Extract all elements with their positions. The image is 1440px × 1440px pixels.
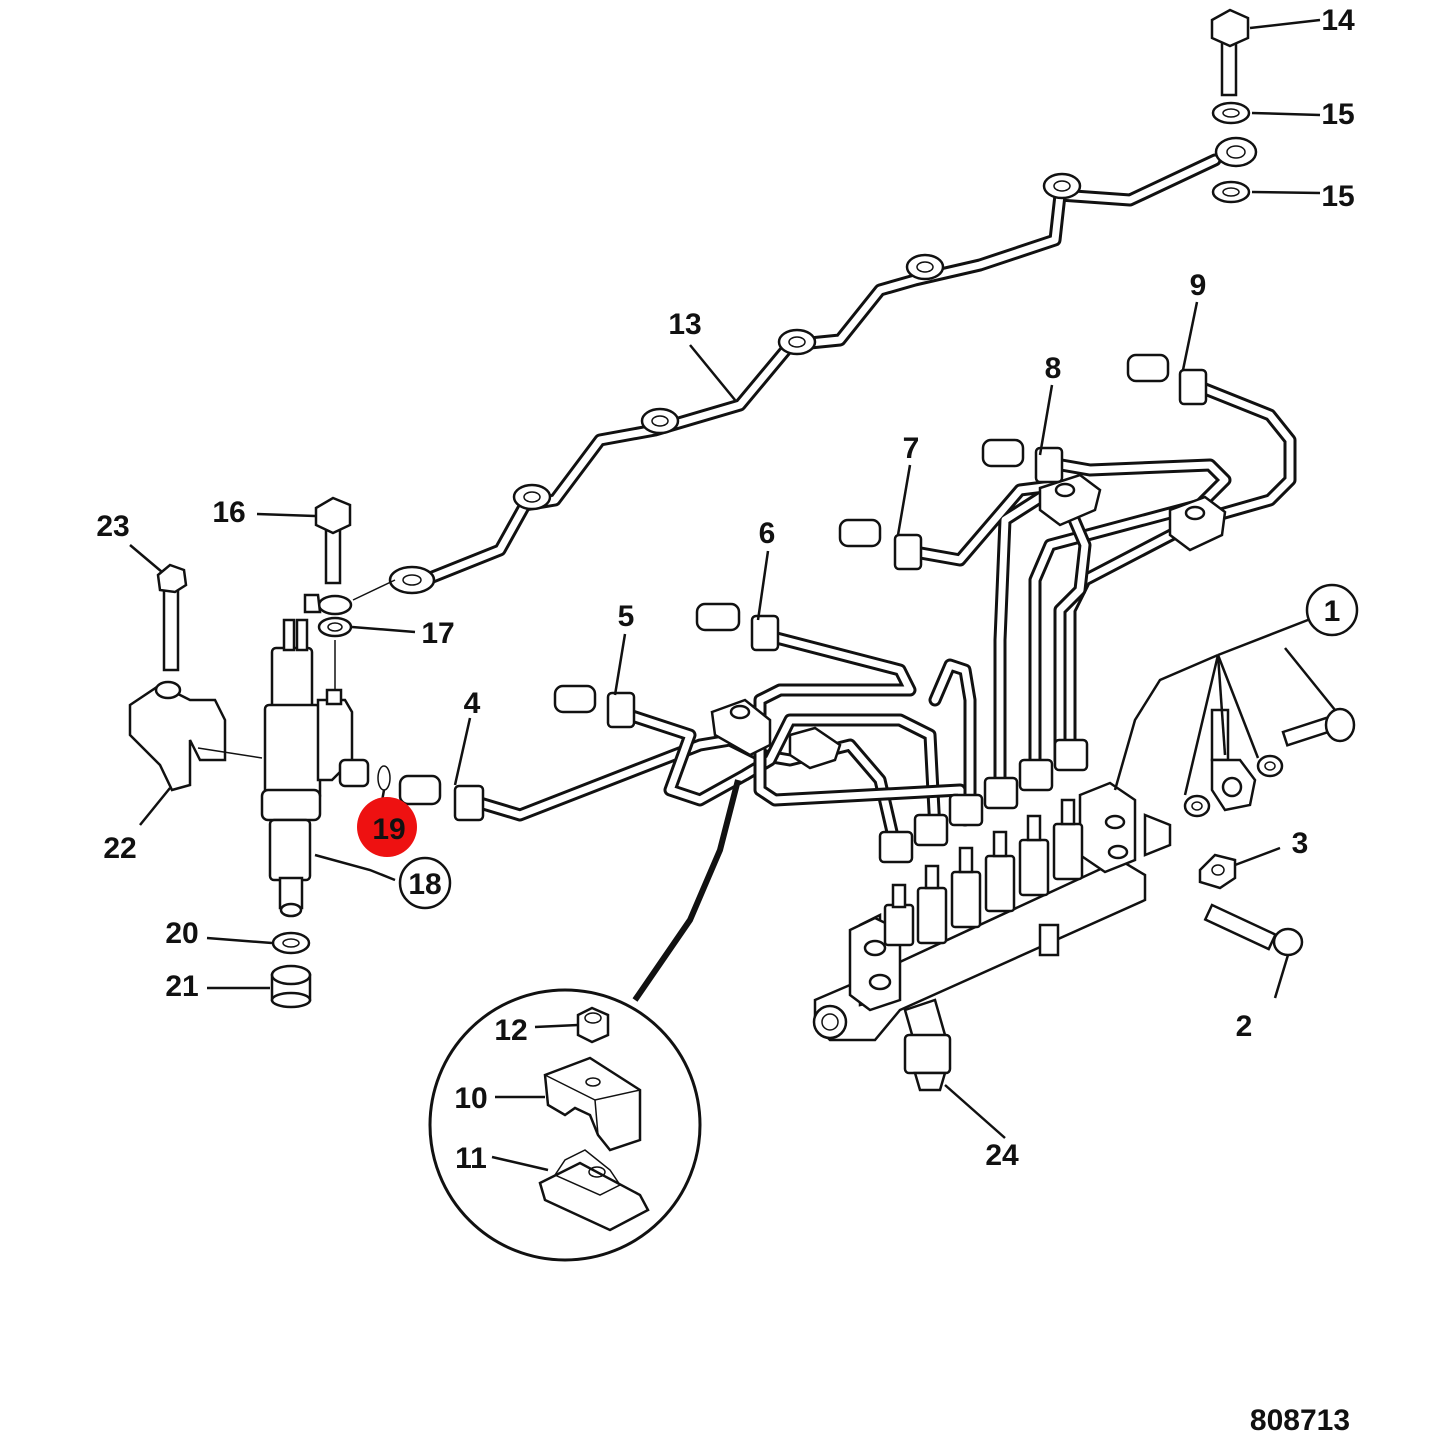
callout-1-circle	[1305, 583, 1359, 637]
callout-2: 2	[1236, 1010, 1253, 1043]
leak-off-pipe	[388, 136, 1258, 595]
callout-18: 18	[408, 868, 441, 901]
callout-5: 5	[618, 600, 635, 633]
common-rail	[812, 781, 1172, 1092]
callout-16: 16	[212, 496, 245, 529]
callout-13: 13	[668, 308, 701, 341]
injector-assembly	[128, 496, 396, 1009]
callout-15-upper: 15	[1321, 98, 1354, 131]
callout-14: 14	[1321, 4, 1355, 37]
callout-15-lower: 15	[1321, 180, 1354, 213]
detail-view	[428, 779, 741, 1262]
callout-22: 22	[103, 832, 136, 865]
callout-23: 23	[96, 510, 129, 543]
leader-lines	[129, 18, 1336, 1172]
pipe-clamps	[710, 473, 1227, 770]
callout-9: 9	[1190, 269, 1207, 302]
callout-7: 7	[903, 432, 920, 465]
callout-21: 21	[165, 970, 198, 1003]
diagram-reference-number: 808713	[1250, 1404, 1350, 1437]
callouts: 1 2 3 4 5 6 7 8 9 10 11 12 13 14 15 15 1…	[96, 4, 1359, 1175]
pipe-nuts	[398, 353, 1208, 864]
callout-1: 1	[1324, 595, 1341, 628]
banjo-bolt-assembly	[1210, 8, 1251, 204]
callout-19: 19	[372, 813, 405, 846]
callout-18-circle	[398, 856, 452, 910]
callout-10: 10	[454, 1082, 487, 1115]
callout-20: 20	[165, 917, 198, 950]
callout-4: 4	[464, 687, 481, 720]
callout-17: 17	[421, 617, 454, 650]
rail-bracket-parts	[1183, 707, 1356, 957]
callout-19-highlight	[357, 797, 417, 857]
callout-3: 3	[1292, 827, 1309, 860]
callout-24: 24	[985, 1139, 1019, 1172]
callout-6: 6	[759, 517, 776, 550]
callout-11: 11	[455, 1142, 487, 1175]
callout-8: 8	[1045, 352, 1062, 385]
callout-12: 12	[494, 1014, 527, 1047]
